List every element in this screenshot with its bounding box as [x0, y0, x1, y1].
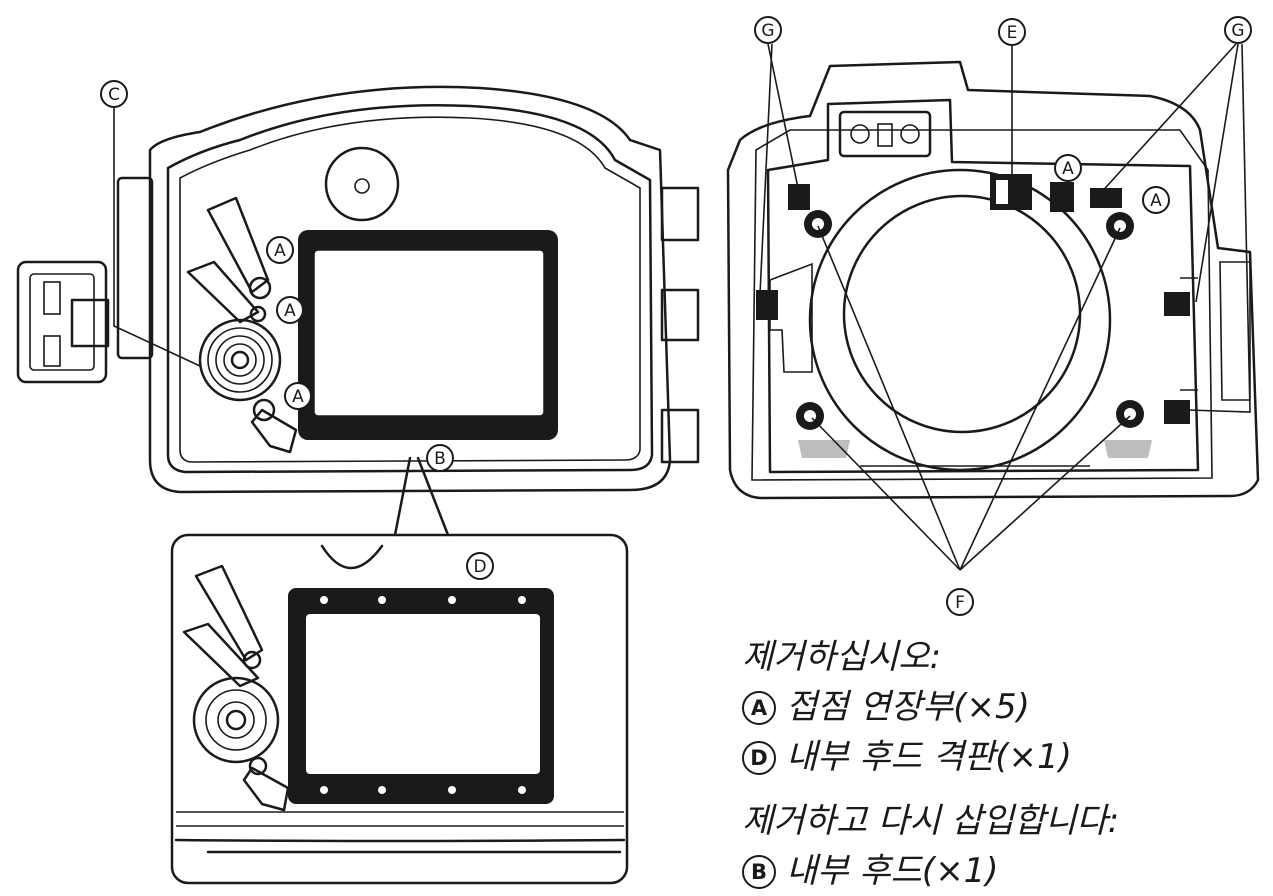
svg-text:C: C: [108, 85, 120, 105]
reinsert-heading: 제거하고 다시 삽입합니다:: [742, 801, 1120, 841]
remove-item-d: D 내부 후드 격판(×1): [742, 732, 1119, 782]
callout-c: C: [100, 80, 128, 108]
leader-lines: [113, 43, 1251, 571]
svg-text:A: A: [274, 241, 286, 261]
reinsert-item-b-text: 내부 후드(×1): [786, 851, 999, 891]
svg-text:A: A: [284, 301, 296, 321]
callout-b: B: [426, 444, 454, 472]
callout-a3: A: [284, 382, 312, 410]
badge-d: D: [742, 741, 776, 775]
callout-g-right: G: [1224, 16, 1252, 44]
svg-text:A: A: [292, 387, 304, 407]
remove-item-a-text: 접점 연장부(×5): [786, 687, 1030, 727]
callout-a1: A: [266, 236, 294, 264]
svg-text:F: F: [955, 593, 965, 613]
svg-text:B: B: [434, 449, 446, 469]
svg-text:E: E: [1007, 23, 1018, 43]
badge-a: A: [742, 691, 776, 725]
instruction-legend: 제거하십시오: A 접점 연장부(×5) D 내부 후드 격판(×1) 제거하고 다…: [742, 632, 1119, 896]
callout-f: F: [946, 588, 974, 616]
housing-body: [726, 60, 1260, 500]
detail-inset: [170, 456, 629, 885]
svg-text:G: G: [761, 21, 774, 41]
housing-door: [16, 85, 700, 494]
remove-heading: 제거하십시오:: [742, 637, 942, 677]
callout-e: E: [998, 18, 1026, 46]
svg-text:D: D: [473, 557, 486, 577]
callout-g-left: G: [754, 16, 782, 44]
reinsert-item-b: B 내부 후드(×1): [742, 846, 1119, 896]
svg-text:A: A: [1062, 159, 1074, 179]
badge-b: B: [742, 855, 776, 889]
remove-item-d-text: 내부 후드 격판(×1): [786, 737, 1072, 777]
callout-a4: A: [1054, 154, 1082, 182]
svg-text:G: G: [1231, 21, 1244, 41]
svg-text:A: A: [1150, 191, 1162, 211]
callout-a5: A: [1142, 186, 1170, 214]
remove-item-a: A 접점 연장부(×5): [742, 682, 1119, 732]
callout-d: D: [466, 552, 494, 580]
callout-a2: A: [276, 296, 304, 324]
